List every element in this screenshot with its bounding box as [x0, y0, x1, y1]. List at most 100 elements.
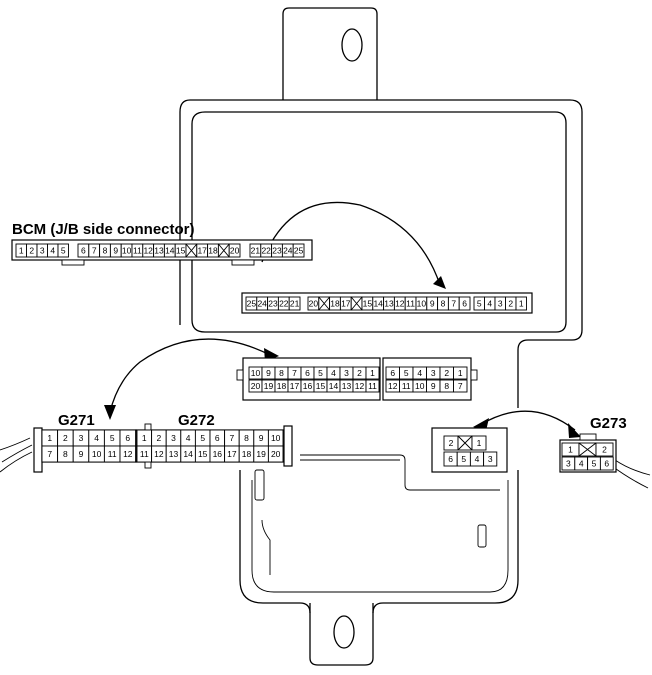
jb-small-empty-pin — [457, 435, 473, 451]
jb-pin-label: 12 — [395, 299, 405, 309]
g273-pin-label: 5 — [592, 459, 597, 469]
center-pin-label: 17 — [290, 381, 300, 391]
g273-latch — [579, 433, 597, 441]
bcm-connector-title: BCM (J/B side connector) — [12, 221, 195, 238]
bcm-empty-pin — [218, 243, 230, 258]
g273-cell — [599, 456, 614, 471]
center-pin-label: 7 — [458, 381, 463, 391]
jb-pin-label: 6 — [462, 299, 467, 309]
center-pin-label: 8 — [279, 368, 284, 378]
g272-pin-label: 11 — [140, 449, 149, 459]
g273-pin-label: 2 — [602, 445, 607, 455]
jb-pin-label: 15 — [363, 299, 373, 309]
center-pin-label: 10 — [251, 368, 261, 378]
junction-box-outline — [179, 7, 583, 666]
bcm-latch — [231, 259, 255, 266]
jb-pin-label: 8 — [441, 299, 446, 309]
jb-small-pin-label: 4 — [475, 454, 480, 464]
center-pin-label: 3 — [344, 368, 349, 378]
jb-pin-label: 2 — [508, 299, 513, 309]
jb-cell — [458, 296, 471, 311]
g272-pin-label: 2 — [157, 433, 162, 443]
g273-pin-label: 3 — [566, 459, 571, 469]
g272-pin-label: 14 — [183, 449, 193, 459]
bcm-pin-label: 21 — [251, 246, 261, 256]
jb-small-pin-label: 6 — [448, 454, 453, 464]
g272-pin-label: 18 — [242, 449, 252, 459]
center-pin-label: 1 — [370, 368, 375, 378]
bcm-pin-label: 25 — [294, 246, 304, 256]
jb-pin-label: 22 — [279, 299, 289, 309]
jb-pin-label: 11 — [406, 299, 415, 309]
jb-pin-label: 7 — [451, 299, 456, 309]
bcm-pin-label: 11 — [133, 246, 142, 256]
jb-empty-pin — [350, 296, 363, 311]
g271-end-cap — [33, 427, 43, 473]
center-pin-label: 1 — [458, 368, 463, 378]
g271-pin-label: 1 — [47, 433, 52, 443]
center-pin-label: 16 — [303, 381, 313, 391]
jb-cell — [515, 296, 527, 311]
bcm-pin-label: 24 — [283, 246, 293, 256]
g272-pin-label: 1 — [142, 433, 147, 443]
g273-label: G273 — [590, 415, 627, 432]
jb-pin-label: 10 — [417, 299, 427, 309]
center-cell — [365, 366, 380, 380]
bcm-empty-pin — [185, 243, 198, 258]
center-pin-label: 10 — [415, 381, 425, 391]
g272-pin-label: 10 — [271, 433, 281, 443]
g271-label: G271 — [58, 412, 95, 429]
jb-pin-label: 4 — [487, 299, 492, 309]
bcm-pin-label: 14 — [165, 246, 175, 256]
bcm-pin-label: 13 — [154, 246, 164, 256]
center-pin-label: 7 — [292, 368, 297, 378]
center-latch — [236, 369, 244, 381]
bcm-pin-label: 22 — [261, 246, 271, 256]
bcm-pin-label: 8 — [103, 246, 108, 256]
center-pin-label: 5 — [404, 368, 409, 378]
bcm-cell — [57, 243, 69, 258]
bcm-pin-label: 6 — [81, 246, 86, 256]
bcm-pin-label: 4 — [50, 246, 55, 256]
g273-empty-pin — [578, 442, 597, 457]
center-pin-label: 2 — [357, 368, 362, 378]
g272-latch — [144, 461, 152, 469]
center-cell — [365, 379, 380, 393]
center-pin-label: 3 — [431, 368, 436, 378]
bcm-pin-label: 12 — [143, 246, 153, 256]
bcm-pin-label: 2 — [29, 246, 34, 256]
center-pin-label: 4 — [417, 368, 422, 378]
g272-pin-label: 9 — [259, 433, 264, 443]
center-pin-label: 6 — [390, 368, 395, 378]
center-cell — [453, 379, 468, 393]
g272-pin-label: 17 — [227, 449, 237, 459]
g272-pin-label: 15 — [198, 449, 208, 459]
center-pin-label: 5 — [318, 368, 323, 378]
jb-pin-label: 18 — [330, 299, 340, 309]
jb-pin-label: 1 — [519, 299, 524, 309]
center-pin-label: 13 — [342, 381, 352, 391]
g271-pin-label: 5 — [110, 433, 115, 443]
jb-pin-label: 3 — [498, 299, 503, 309]
g271-pin-label: 12 — [123, 449, 133, 459]
g272-cell — [267, 445, 284, 463]
center-pin-label: 9 — [266, 368, 271, 378]
g271-pin-label: 6 — [125, 433, 130, 443]
g272-pin-label: 13 — [169, 449, 179, 459]
jb-pin-label: 23 — [268, 299, 278, 309]
g272-pin-label: 8 — [244, 433, 249, 443]
g272-pin-label: 16 — [213, 449, 223, 459]
center-pin-label: 12 — [388, 381, 398, 391]
bcm-pin-label: 20 — [230, 246, 240, 256]
g272-pin-label: 19 — [256, 449, 266, 459]
g271-pin-label: 4 — [94, 433, 99, 443]
bcm-pin-label: 23 — [272, 246, 282, 256]
jb-pin-label: 13 — [384, 299, 394, 309]
jb-empty-pin — [318, 296, 330, 311]
